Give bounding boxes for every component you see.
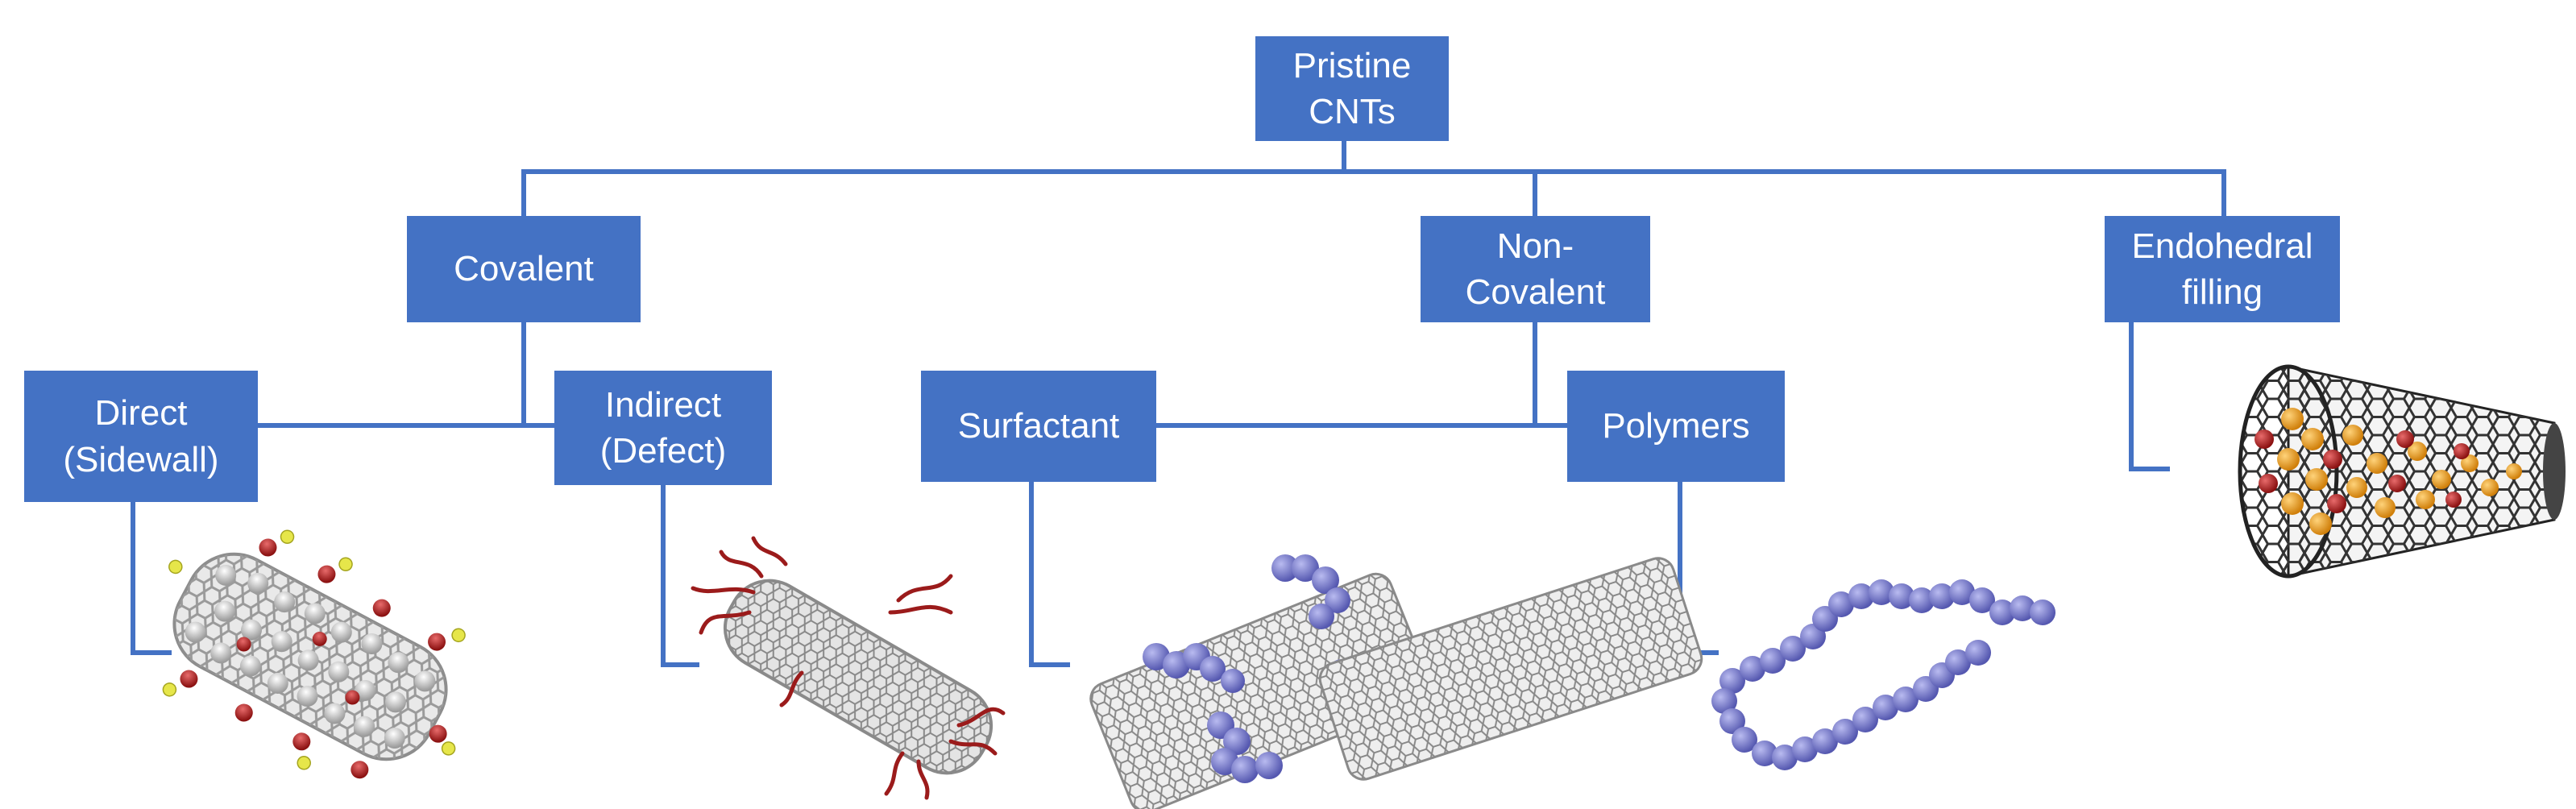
- node-pristine-cnts: Pristine CNTs: [1255, 36, 1449, 141]
- node-label-line2: Covalent: [1465, 272, 1606, 312]
- node-label-line1: Non-: [1496, 226, 1574, 266]
- node-surfactant: Surfactant: [921, 371, 1156, 482]
- direct-sidewall-cnt-icon: [162, 529, 466, 779]
- node-indirect-defect: Indirect (Defect): [554, 371, 772, 485]
- node-label-line1: Direct: [94, 393, 188, 434]
- node-label-line2: (Defect): [599, 431, 727, 471]
- node-label-line2: filling: [2181, 272, 2263, 312]
- node-label-line1: Endohedral: [2131, 226, 2313, 266]
- node-label-line1: Pristine: [1292, 45, 1412, 85]
- indirect-defect-cnt-icon: [691, 536, 1006, 800]
- node-covalent: Covalent: [407, 216, 641, 322]
- polymer-wrapped-cnt-icon: [1318, 557, 2055, 781]
- node-polymers: Polymers: [1567, 371, 1785, 482]
- node-label: Surfactant: [957, 406, 1120, 446]
- node-endohedral-filling: Endohedral filling: [2105, 216, 2340, 322]
- node-label-line2: (Sidewall): [63, 439, 219, 479]
- endohedral-filled-cnt-icon: [2238, 364, 2566, 579]
- node-label: Covalent: [454, 249, 594, 289]
- node-label-line2: CNTs: [1309, 92, 1396, 131]
- node-non-covalent: Non- Covalent: [1421, 216, 1650, 322]
- node-direct-sidewall: Direct (Sidewall): [24, 371, 258, 502]
- surfactant-cnt-icon: [1089, 554, 1433, 809]
- node-label: Polymers: [1602, 406, 1750, 446]
- node-label-line1: Indirect: [604, 384, 722, 425]
